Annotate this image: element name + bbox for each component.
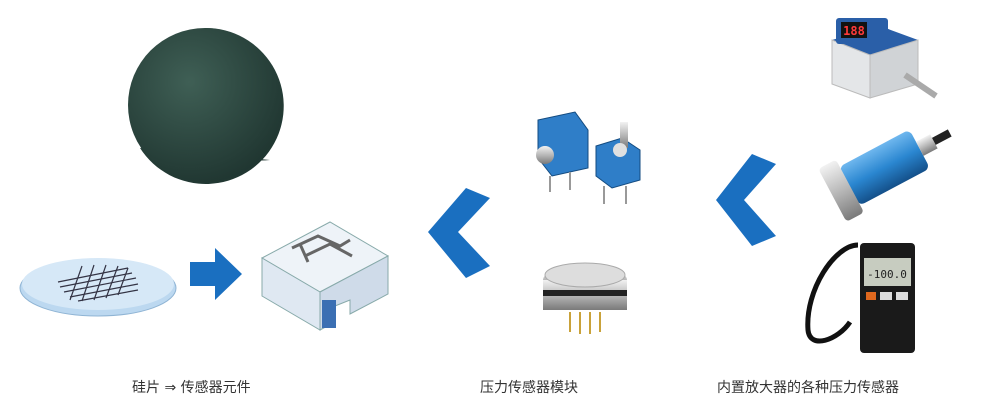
wafer-plate-image [19, 258, 177, 317]
cylindrical-pressure-sensor-image [819, 129, 952, 221]
left-chevron-arrow-icon [428, 188, 490, 278]
handheld-display-readout: -100.0 [867, 268, 907, 281]
switch-display-readout: 188 [843, 24, 865, 38]
left-chevron-arrow-icon [716, 154, 776, 246]
right-arrow-icon [190, 248, 242, 300]
round-pressure-sensor-image [543, 262, 627, 334]
potentiometer-module-image [536, 111, 641, 204]
caption-amplified-sensors: 内置放大器的各种压力传感器 [717, 380, 899, 396]
handheld-pressure-gauge-image [805, 242, 915, 353]
caption-wafer-to-element: 硅片 ⇒ 传感器元件 [132, 380, 251, 396]
silicon-wafer-image [128, 27, 284, 184]
caption-sensor-module: 压力传感器模块 [480, 380, 578, 396]
digital-pressure-switch-image [831, 18, 938, 99]
sensor-element-image [260, 221, 390, 331]
